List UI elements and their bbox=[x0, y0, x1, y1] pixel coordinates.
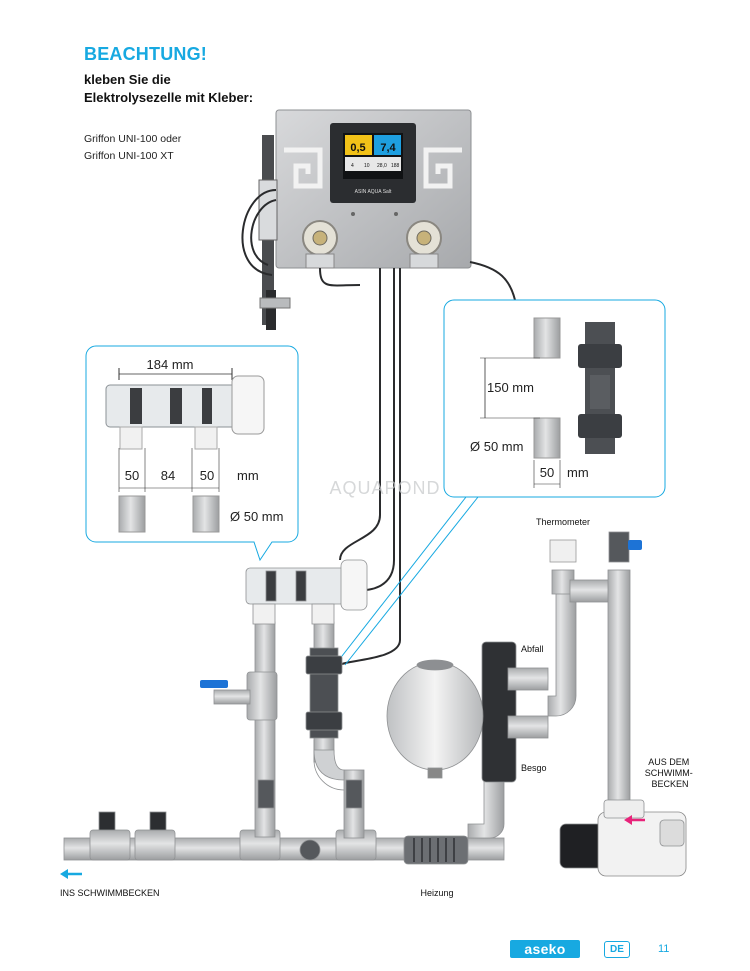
pool-pump bbox=[559, 799, 687, 877]
peristaltic-pump-left bbox=[302, 220, 338, 269]
cell-left-offset: 50 bbox=[125, 468, 139, 483]
display-left-panel bbox=[345, 135, 372, 155]
label-to-pool: INS SCHWIMMBECKEN bbox=[60, 888, 160, 898]
label-heater: Heizung bbox=[420, 888, 453, 898]
inflow-arrow bbox=[624, 815, 645, 825]
display-small-2: 10 bbox=[364, 163, 370, 169]
peristaltic-pump-right bbox=[406, 220, 442, 269]
probe-pipe-diameter: Ø 50 mm bbox=[470, 439, 523, 454]
probe-width: 50 bbox=[540, 465, 554, 480]
decor-pattern bbox=[284, 147, 462, 189]
warning-subtitle: kleben Sie die Elektrolysezelle mit Kleb… bbox=[84, 72, 254, 105]
watermark: AQUAPOND bbox=[329, 478, 440, 498]
display-right-panel bbox=[374, 135, 401, 155]
cell-pipe-diameter: Ø 50 mm bbox=[230, 509, 283, 524]
probe-detail-callout bbox=[334, 299, 666, 666]
cell-right-offset: 50 bbox=[200, 468, 214, 483]
footer-page-number: 11 bbox=[658, 943, 670, 955]
probe-spacing: 150 mm bbox=[487, 380, 534, 395]
cell-detail-callout bbox=[85, 345, 299, 562]
label-filter: Besgo bbox=[521, 763, 547, 773]
label-thermometer: Thermometer bbox=[536, 517, 590, 527]
warning-title: BEACHTUNG! bbox=[84, 44, 207, 64]
label-from-pool: AUS DEM SCHWIMM- BECKEN bbox=[645, 757, 696, 789]
sand-filter bbox=[386, 659, 484, 779]
cell-middle-gap: 84 bbox=[161, 468, 175, 483]
controller-unit: 0,5 7,4 4 10 28,0 188 ASIN AQUA Salt bbox=[275, 109, 472, 269]
glue-option-1: Griffon UNI-100 oder bbox=[84, 133, 182, 145]
footer-language-badge: DE bbox=[604, 941, 630, 958]
label-waste: Abfall bbox=[521, 644, 544, 654]
display-right-value: 7,4 bbox=[380, 142, 396, 154]
outflow-arrow bbox=[60, 869, 82, 879]
piping bbox=[63, 531, 687, 877]
controller-brand-label: ASIN AQUA Salt bbox=[355, 189, 392, 195]
cell-length: 184 mm bbox=[147, 357, 194, 372]
probe-unit: mm bbox=[567, 465, 589, 480]
glue-option-2: Griffon UNI-100 XT bbox=[84, 150, 174, 162]
footer-brand-logo: aseko bbox=[510, 940, 580, 958]
display-small-1: 4 bbox=[351, 163, 354, 169]
probe-holder bbox=[258, 135, 291, 330]
cell-unit: mm bbox=[237, 468, 259, 483]
display-small-4: 188 bbox=[391, 163, 400, 169]
cables bbox=[241, 189, 516, 666]
display-small-3: 28,0 bbox=[377, 163, 387, 169]
display-left-value: 0,5 bbox=[350, 142, 365, 154]
